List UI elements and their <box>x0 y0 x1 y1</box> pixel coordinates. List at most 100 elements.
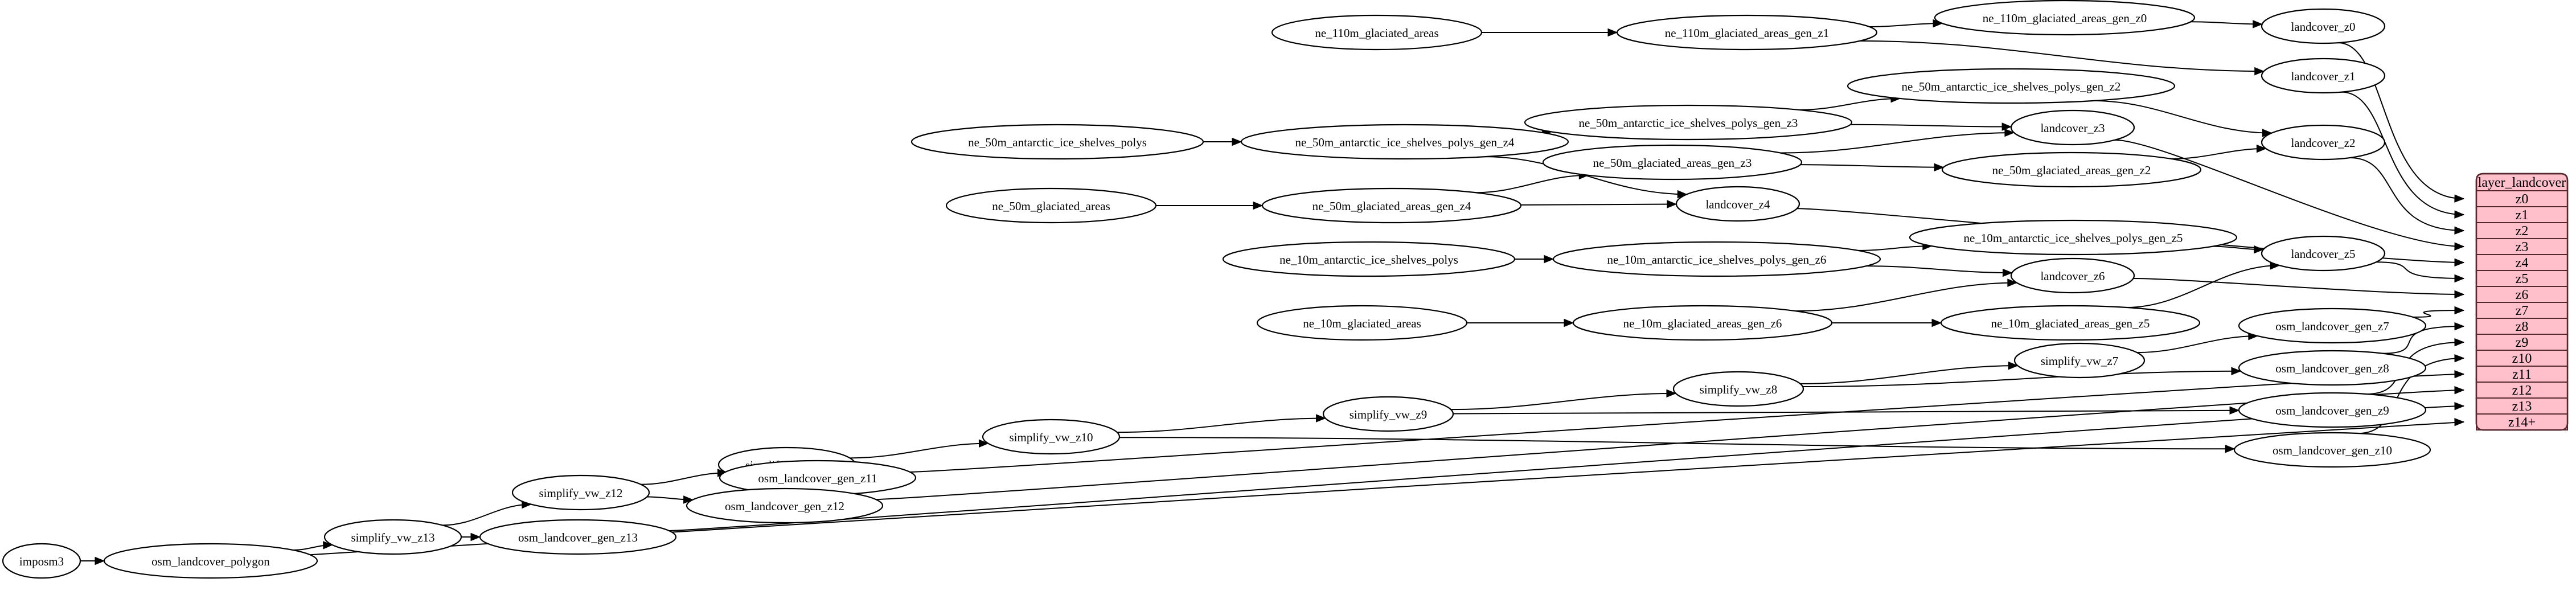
graph-node-ne_10m_antarctic_ice_shelves_polys_gen_z6[interactable]: ne_10m_antarctic_ice_shelves_polys_gen_z… <box>1552 241 1881 277</box>
node-label: ne_10m_glaciated_areas_gen_z5 <box>1991 317 2150 330</box>
table-row-z6[interactable] <box>2476 286 2568 303</box>
edge <box>2126 265 2280 308</box>
graph-node-simplify_vw_z9[interactable]: simplify_vw_z9 <box>1322 396 1454 432</box>
node-shape <box>1572 305 1833 341</box>
graph-node-imposm3[interactable]: imposm3 <box>2 543 81 579</box>
node-shape <box>1934 0 2196 36</box>
node-shape <box>479 519 677 555</box>
node-label: imposm3 <box>19 555 64 568</box>
node-shape <box>1616 14 1878 51</box>
graph-node-simplify_vw_z13[interactable]: simplify_vw_z13 <box>323 519 462 555</box>
graph-node-ne_10m_glaciated_areas_gen_z5[interactable]: ne_10m_glaciated_areas_gen_z5 <box>1940 305 2201 341</box>
table-row-z4[interactable] <box>2476 254 2568 271</box>
graph-node-ne_50m_glaciated_areas_gen_z4[interactable]: ne_50m_glaciated_areas_gen_z4 <box>1261 187 1522 224</box>
node-label: landcover_z1 <box>2291 69 2355 83</box>
edge <box>850 442 988 459</box>
edge <box>1860 40 2264 72</box>
graph-node-ne_110m_glaciated_areas[interactable]: ne_110m_glaciated_areas <box>1271 14 1483 51</box>
node-label: ne_110m_glaciated_areas_gen_z1 <box>1665 26 1829 40</box>
edge <box>2191 21 2262 25</box>
table-row-label: z8 <box>2516 319 2529 334</box>
edge-arrowhead <box>2008 361 2019 370</box>
node-shape <box>2010 257 2135 294</box>
node-label: ne_10m_glaciated_areas_gen_z6 <box>1623 317 1782 330</box>
graph-node-ne_10m_glaciated_areas[interactable]: ne_10m_glaciated_areas <box>1256 305 1468 341</box>
graph-node-osm_landcover_gen_z11[interactable]: osm_landcover_gen_z11 <box>719 460 917 496</box>
graph-node-ne_50m_antarctic_ice_shelves_polys_gen_z4[interactable]: ne_50m_antarctic_ice_shelves_polys_gen_z… <box>1240 124 1569 160</box>
edge <box>2382 326 2464 354</box>
node-label: osm_landcover_gen_z7 <box>2275 319 2389 333</box>
graph-node-ne_50m_glaciated_areas[interactable]: ne_50m_glaciated_areas <box>945 187 1157 224</box>
graph-node-landcover_z6[interactable]: landcover_z6 <box>2010 257 2135 294</box>
edge-arrowhead <box>2256 144 2267 153</box>
edge <box>1475 174 1589 194</box>
graph-node-landcover_z1[interactable]: landcover_z1 <box>2261 58 2386 94</box>
node-shape <box>2013 342 2146 379</box>
node-shape <box>1524 104 1853 141</box>
node-label: ne_50m_glaciated_areas_gen_z2 <box>1992 163 2151 177</box>
edge <box>1780 132 2014 154</box>
table-row-z12[interactable] <box>2476 382 2568 399</box>
node-shape <box>1940 305 2201 341</box>
graph-node-ne_50m_antarctic_ice_shelves_polys[interactable]: ne_50m_antarctic_ice_shelves_polys <box>910 124 1204 160</box>
edge <box>1795 282 2017 312</box>
table-row-z1[interactable] <box>2476 206 2568 223</box>
node-shape <box>1542 144 1803 181</box>
edge <box>2137 335 2258 354</box>
graph-node-ne_110m_glaciated_areas_gen_z1[interactable]: ne_110m_glaciated_areas_gen_z1 <box>1616 14 1878 51</box>
node-shape <box>686 487 884 524</box>
node-shape <box>1261 187 1522 224</box>
graph-node-ne_50m_antarctic_ice_shelves_polys_gen_z3[interactable]: ne_50m_antarctic_ice_shelves_polys_gen_z… <box>1524 104 1853 141</box>
graph-node-osm_landcover_gen_z9[interactable]: osm_landcover_gen_z9 <box>2238 392 2427 428</box>
graph-node-landcover_z4[interactable]: landcover_z4 <box>1675 186 1800 222</box>
edge-arrowhead <box>2454 354 2465 363</box>
node-label: ne_50m_glaciated_areas <box>992 199 1110 213</box>
node-label: ne_10m_antarctic_ice_shelves_polys <box>1279 253 1458 266</box>
edge-arrowhead <box>1666 389 1677 398</box>
table-row-z5[interactable] <box>2476 270 2568 287</box>
node-shape <box>103 543 318 579</box>
edge-arrowhead <box>1667 200 1677 208</box>
graph-node-osm_landcover_gen_z10[interactable]: osm_landcover_gen_z10 <box>2233 432 2431 468</box>
graph-node-landcover_z2[interactable]: landcover_z2 <box>2261 124 2386 161</box>
graph-node-landcover_z5[interactable]: landcover_z5 <box>2261 235 2386 272</box>
edge-arrowhead <box>2454 386 2465 395</box>
graph-node-ne_50m_antarctic_ice_shelves_polys_gen_z2[interactable]: ne_50m_antarctic_ice_shelves_polys_gen_z… <box>1847 68 2176 104</box>
node-label: simplify_vw_z10 <box>1010 430 1093 444</box>
graph-node-simplify_vw_z8[interactable]: simplify_vw_z8 <box>1672 371 1804 407</box>
node-label: osm_landcover_gen_z8 <box>2275 362 2389 375</box>
graph-node-simplify_vw_z7[interactable]: simplify_vw_z7 <box>2013 342 2146 379</box>
graph-node-ne_10m_antarctic_ice_shelves_polys[interactable]: ne_10m_antarctic_ice_shelves_polys <box>1222 241 1516 277</box>
graph-node-osm_landcover_gen_z12[interactable]: osm_landcover_gen_z12 <box>686 487 884 524</box>
edge <box>1117 417 1326 433</box>
node-shape <box>511 474 650 511</box>
node-label: ne_10m_antarctic_ice_shelves_polys_gen_z… <box>1964 231 2183 245</box>
node-label: simplify_vw_z8 <box>1700 383 1778 396</box>
table-outline <box>2475 173 2569 431</box>
edge <box>2376 261 2464 279</box>
table-row-label: z11 <box>2512 367 2532 382</box>
node-shape <box>982 419 1121 455</box>
graph-node-ne_50m_glaciated_areas_gen_z2[interactable]: ne_50m_glaciated_areas_gen_z2 <box>1941 151 2202 188</box>
edge-arrowhead <box>1934 163 1945 172</box>
graph-node-ne_110m_glaciated_areas_gen_z0[interactable]: ne_110m_glaciated_areas_gen_z0 <box>1934 0 2196 36</box>
table-row-label: z10 <box>2512 351 2532 366</box>
graph-node-osm_landcover_gen_z7[interactable]: osm_landcover_gen_z7 <box>2238 307 2427 344</box>
node-shape <box>2261 124 2386 161</box>
node-label: ne_50m_glaciated_areas_gen_z3 <box>1593 156 1752 170</box>
graph-node-landcover_z3[interactable]: landcover_z3 <box>2010 109 2135 146</box>
graph-node-ne_10m_antarctic_ice_shelves_polys_gen_z5[interactable]: ne_10m_antarctic_ice_shelves_polys_gen_z… <box>1909 219 2238 256</box>
graph-node-ne_10m_glaciated_areas_gen_z6[interactable]: ne_10m_glaciated_areas_gen_z6 <box>1572 305 1833 341</box>
edge-arrowhead <box>2454 194 2465 203</box>
graph-node-osm_landcover_gen_z13[interactable]: osm_landcover_gen_z13 <box>479 519 677 555</box>
graph-node-osm_landcover_gen_z8[interactable]: osm_landcover_gen_z8 <box>2238 350 2427 386</box>
edge-arrowhead <box>2454 242 2465 251</box>
edge <box>876 389 2464 501</box>
graph-node-osm_landcover_polygon[interactable]: osm_landcover_polygon <box>103 543 318 579</box>
graph-node-landcover_z0[interactable]: landcover_z0 <box>2261 8 2386 44</box>
graph-node-simplify_vw_z12[interactable]: simplify_vw_z12 <box>511 474 650 511</box>
graph-node-ne_50m_glaciated_areas_gen_z3[interactable]: ne_50m_glaciated_areas_gen_z3 <box>1542 144 1803 181</box>
graph-node-simplify_vw_z10[interactable]: simplify_vw_z10 <box>982 419 1121 455</box>
node-shape <box>1672 371 1804 407</box>
